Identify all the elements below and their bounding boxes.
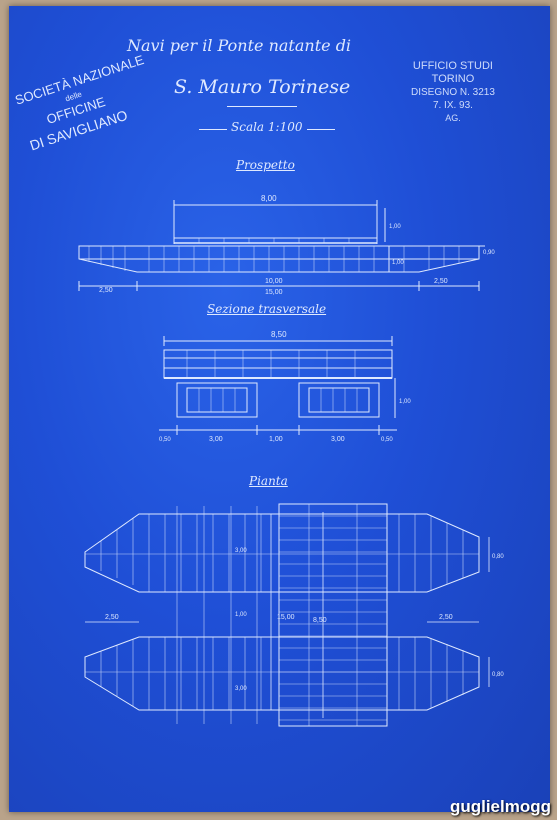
pianta-title: Pianta [249, 474, 288, 488]
pianta-dim-total: 15,00 [277, 614, 295, 621]
scale-line-left [199, 129, 227, 130]
watermark: guglielmogg [449, 797, 551, 816]
title-underline [227, 106, 297, 107]
sezione-dim-d: 3,00 [331, 436, 345, 443]
prospetto-dim-left: 2,50 [99, 287, 113, 294]
office-stamp-line-5: AG. [445, 113, 461, 123]
sezione-dim-height: 1,00 [399, 399, 411, 405]
prospetto-dim-total: 15,00 [265, 289, 283, 296]
sezione-section-drawing: 8,50 1,00 0,50 3,00 1,00 3,00 0,50 [159, 330, 411, 443]
pianta-dim-left: 2,50 [105, 614, 119, 621]
prospetto-dim-right: 2,50 [434, 278, 448, 285]
office-stamp-line-1: UFFICIO STUDI [412, 60, 493, 72]
pianta-dim-lower-width: 3,00 [235, 686, 247, 692]
pianta-dim-end-lower: 0,80 [492, 672, 504, 678]
pianta-dim-gap: 1,00 [235, 612, 247, 618]
sezione-title: Sezione trasversale [207, 302, 327, 316]
prospetto-dim-top: 8,00 [261, 194, 277, 203]
company-stamp: SOCIETÀ NAZIONALE delle OFFICINE DI SAVI… [13, 52, 146, 154]
office-stamp-line-2: TORINO [431, 73, 475, 85]
pianta-dim-right: 2,50 [439, 614, 453, 621]
pianta-dim-deck: 8,50 [313, 617, 327, 624]
blueprint-sheet: SOCIETÀ NAZIONALE delle OFFICINE DI SAVI… [9, 6, 550, 812]
office-stamp: UFFICIO STUDI TORINO DISEGNO N. 3213 7. … [411, 60, 495, 125]
title-line-2: S. Mauro Torinese [174, 76, 351, 98]
sezione-dim-top: 8,50 [271, 330, 287, 339]
stamp-line-1: SOCIETÀ NAZIONALE [13, 52, 146, 108]
office-stamp-line-3: DISEGNO N. 3213 [411, 87, 495, 98]
prospetto-dim-depth: 1,00 [392, 260, 404, 266]
prospetto-dim-mid: 10,00 [265, 278, 283, 285]
prospetto-dim-end: 0,90 [483, 250, 495, 256]
sezione-dim-a: 0,50 [159, 437, 171, 443]
title-line-1: Navi per il Ponte natante di [127, 36, 352, 55]
office-stamp-line-4: 7. IX. 93. [432, 100, 473, 111]
sezione-dim-c: 1,00 [269, 436, 283, 443]
prospetto-elevation-drawing: 8,00 1,00 1,00 0,90 2,50 2,50 10,00 15,0… [78, 194, 495, 296]
scale-label: Scala 1:100 [231, 120, 303, 134]
sezione-dim-b: 3,00 [209, 436, 223, 443]
prospetto-dim-height: 1,00 [389, 224, 401, 230]
scale-line-right [307, 129, 335, 130]
pianta-dim-end-upper: 0,80 [492, 554, 504, 560]
pianta-plan-drawing: 3,00 1,00 3,00 2,50 15,00 8,50 2,50 0,80… [84, 503, 504, 727]
pianta-dim-upper-width: 3,00 [235, 548, 247, 554]
prospetto-title: Prospetto [236, 158, 295, 172]
sezione-dim-e: 0,50 [381, 437, 393, 443]
